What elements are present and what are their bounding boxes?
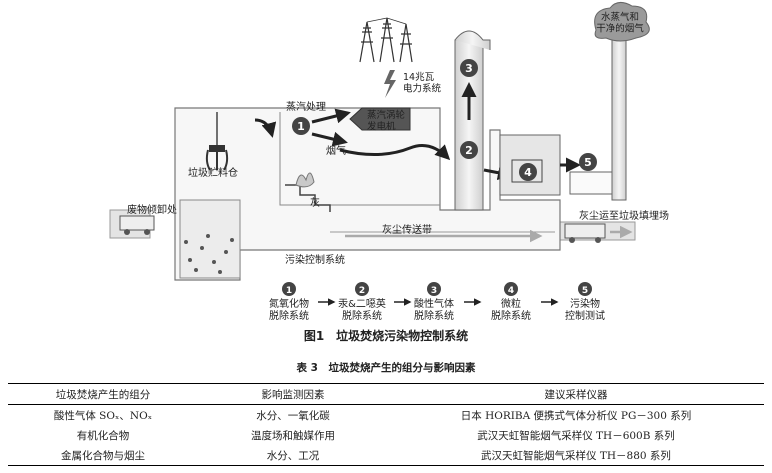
arrow-flue	[311, 131, 348, 147]
table-header-cell: 垃圾焚烧产生的组分	[55, 388, 151, 401]
table-row: 酸性气体 SOₓ、NOₓ 水分、一氧化碳 日本 HORIBA 便携式气体分析仪 …	[8, 405, 764, 426]
step-1-marker-num: 1	[297, 120, 305, 133]
cems-unit	[569, 171, 616, 195]
table-cell: 酸性气体 SOₓ、NOₓ	[53, 409, 153, 422]
table-row: 金属化合物与烟尘 水分、工况 武汉天虹智能烟气采样仪 TH－880 系列	[8, 445, 764, 466]
label-steam-turbine: 蒸汽涡轮发电机	[367, 109, 406, 132]
label-pollution-control: 污染控制系统	[285, 253, 345, 266]
composition-table: 垃圾焚烧产生的组分 影响监测因素 建议采样仪器 酸性气体 SOₓ、NOₓ 水分、…	[8, 383, 764, 466]
step-3-marker	[460, 59, 478, 77]
label-flue-gas: 烟气	[326, 144, 346, 157]
process-step-4: 4 微粒脱除系统	[491, 282, 531, 322]
flame-icon	[295, 172, 315, 188]
label-ash-conveyor: 灰尘传送带	[382, 223, 432, 236]
label-stack-emission: 水蒸气和干净的烟气	[596, 11, 644, 34]
pollution-control-diagram: 1 3 2 4 5 垃圾贮料仓 废物倾卸处 蒸	[109, 2, 669, 322]
stack-emission-cloud	[594, 2, 650, 42]
arrow-to-turbine	[311, 108, 351, 124]
process-step-5: 5 污染物控制测试	[565, 282, 605, 322]
legend-step-5-num: 5	[582, 286, 588, 296]
legend-step-4-label: 微粒脱除系统	[491, 297, 531, 322]
process-step-1: 1 氮氧化物脱除系统	[269, 282, 309, 322]
legend-step-2-num: 2	[359, 286, 365, 296]
steam-turbine-box	[349, 107, 411, 131]
crane-grab-icon	[205, 145, 229, 171]
table-cell: 水分、工况	[266, 449, 320, 462]
step-4-marker	[519, 163, 537, 181]
label-waste-bunker: 垃圾贮料仓	[188, 166, 238, 179]
label-power-system: 14兆瓦电力系统	[403, 72, 442, 94]
step-5-marker	[579, 153, 597, 171]
stack	[611, 39, 627, 201]
table-header-row: 垃圾焚烧产生的组分 影响监测因素 建议采样仪器	[8, 383, 764, 405]
step-4-marker-num: 4	[524, 166, 532, 179]
step-2-marker	[460, 141, 478, 159]
truck-left-icon	[119, 215, 155, 235]
table-cell: 水分、一氧化碳	[256, 409, 330, 422]
waste-pile	[184, 234, 234, 274]
table-row: 有机化合物 温度场和触媒作用 武汉天虹智能烟气采样仪 TH－600B 系列	[8, 425, 764, 445]
table-title: 表 3 垃圾焚烧产生的组分与影响因素	[296, 362, 476, 374]
legend-step-1-label: 氮氧化物脱除系统	[269, 297, 309, 322]
power-tower-icons	[359, 17, 413, 63]
step-2-marker-num: 2	[465, 144, 473, 157]
legend-step-5-label: 污染物控制测试	[565, 297, 605, 322]
table-cell: 温度场和触媒作用	[251, 429, 335, 442]
table-cell: 日本 HORIBA 便携式气体分析仪 PG－300 系列	[460, 409, 692, 422]
table-header-cell: 建议采样仪器	[544, 388, 608, 401]
scrubber-top	[454, 30, 491, 50]
step-1-marker	[292, 117, 310, 135]
arrow-into-boiler	[254, 118, 277, 138]
table-cell: 武汉天虹智能烟气采样仪 TH－600B 系列	[477, 429, 675, 442]
arrow-flue-to-scrubber	[339, 144, 451, 161]
step-3-marker-num: 3	[465, 62, 473, 75]
legend-step-4-num: 4	[508, 286, 514, 296]
table-header-cell: 影响监测因素	[261, 388, 325, 401]
waste-pit	[179, 199, 241, 279]
label-waste-dumping: 废物倾卸处	[127, 203, 177, 216]
truck-right-icon	[564, 223, 606, 243]
table-cell: 有机化合物	[76, 429, 130, 442]
label-ash-to-landfill: 灰尘运至垃圾填埋场	[579, 209, 669, 222]
furnace-wall	[279, 112, 440, 206]
baghouse-inner	[511, 159, 543, 183]
lightning-icon	[384, 70, 396, 98]
legend-step-3-num: 3	[431, 286, 437, 296]
legend-step-1-num: 1	[286, 286, 292, 296]
legend-step-3-label: 酸性气体脱除系统	[414, 297, 454, 322]
label-ash: 灰	[310, 196, 320, 209]
process-step-3: 3 酸性气体脱除系统	[414, 282, 454, 322]
legend-step-2-label: 汞&二噁英脱除系统	[338, 297, 386, 322]
figure-caption: 图1 垃圾焚烧污染物控制系统	[303, 329, 469, 343]
step-5-marker-num: 5	[584, 156, 592, 169]
label-steam-treatment: 蒸汽处理	[286, 100, 326, 113]
process-step-2: 2 汞&二噁英脱除系统	[338, 282, 386, 322]
table-cell: 武汉天虹智能烟气采样仪 TH－880 系列	[481, 449, 671, 462]
table-cell: 金属化合物与烟尘	[61, 449, 145, 462]
